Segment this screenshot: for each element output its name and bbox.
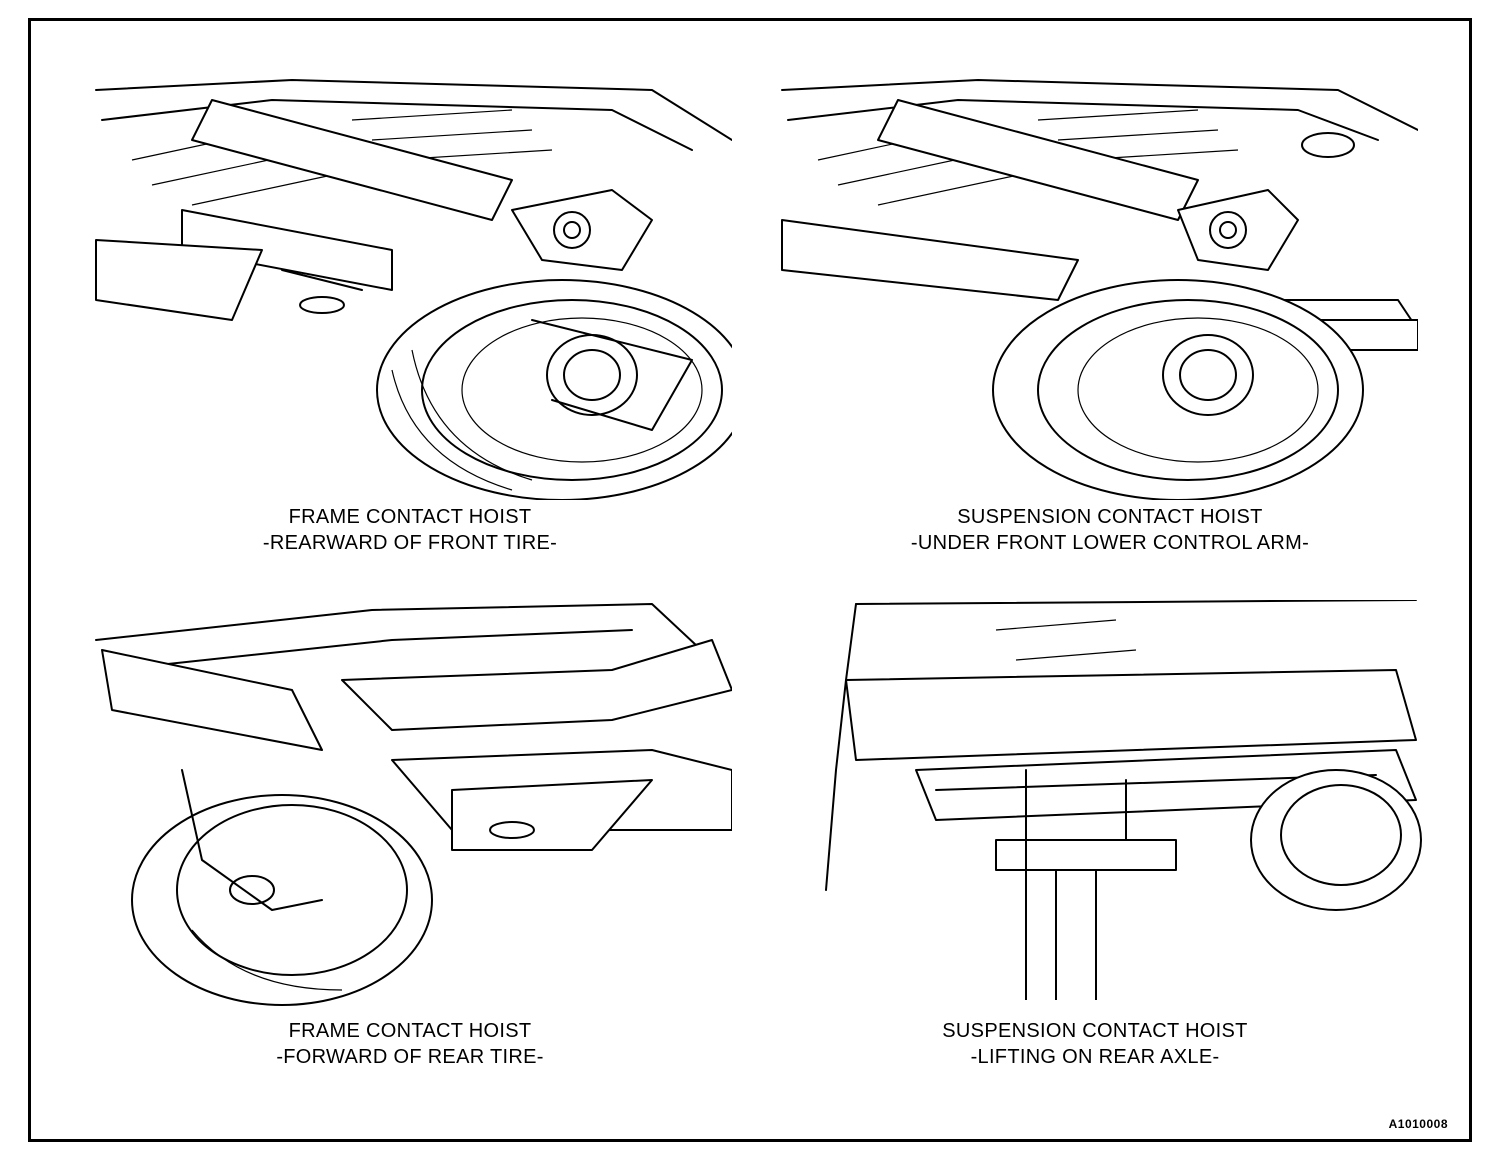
caption-title: FRAME CONTACT HOIST bbox=[288, 1020, 532, 1042]
illustration-rear-suspension-hoist bbox=[796, 600, 1426, 1000]
caption-front-frame-hoist: FRAME CONTACT HOIST -REARWARD OF FRONT T… bbox=[200, 504, 620, 556]
caption-title: SUSPENSION CONTACT HOIST bbox=[957, 506, 1263, 528]
caption-subtitle: -REARWARD OF FRONT TIRE- bbox=[262, 532, 558, 554]
caption-rear-frame-hoist: FRAME CONTACT HOIST -FORWARD OF REAR TIR… bbox=[200, 1018, 620, 1070]
figure-border bbox=[28, 18, 1472, 1142]
caption-subtitle: -UNDER FRONT LOWER CONTROL ARM- bbox=[910, 532, 1310, 554]
figure-id: A1010008 bbox=[1388, 1117, 1448, 1131]
illustration-front-suspension-hoist bbox=[778, 70, 1418, 500]
caption-front-suspension-hoist: SUSPENSION CONTACT HOIST -UNDER FRONT LO… bbox=[860, 504, 1360, 556]
illustration-front-frame-hoist bbox=[92, 70, 732, 500]
caption-subtitle: -FORWARD OF REAR TIRE- bbox=[276, 1046, 544, 1068]
caption-title: SUSPENSION CONTACT HOIST bbox=[942, 1020, 1248, 1042]
illustration-rear-frame-hoist bbox=[92, 600, 732, 1010]
caption-title: FRAME CONTACT HOIST bbox=[288, 506, 532, 528]
caption-subtitle: -LIFTING ON REAR AXLE- bbox=[970, 1046, 1220, 1068]
caption-rear-suspension-hoist: SUSPENSION CONTACT HOIST -LIFTING ON REA… bbox=[895, 1018, 1295, 1070]
